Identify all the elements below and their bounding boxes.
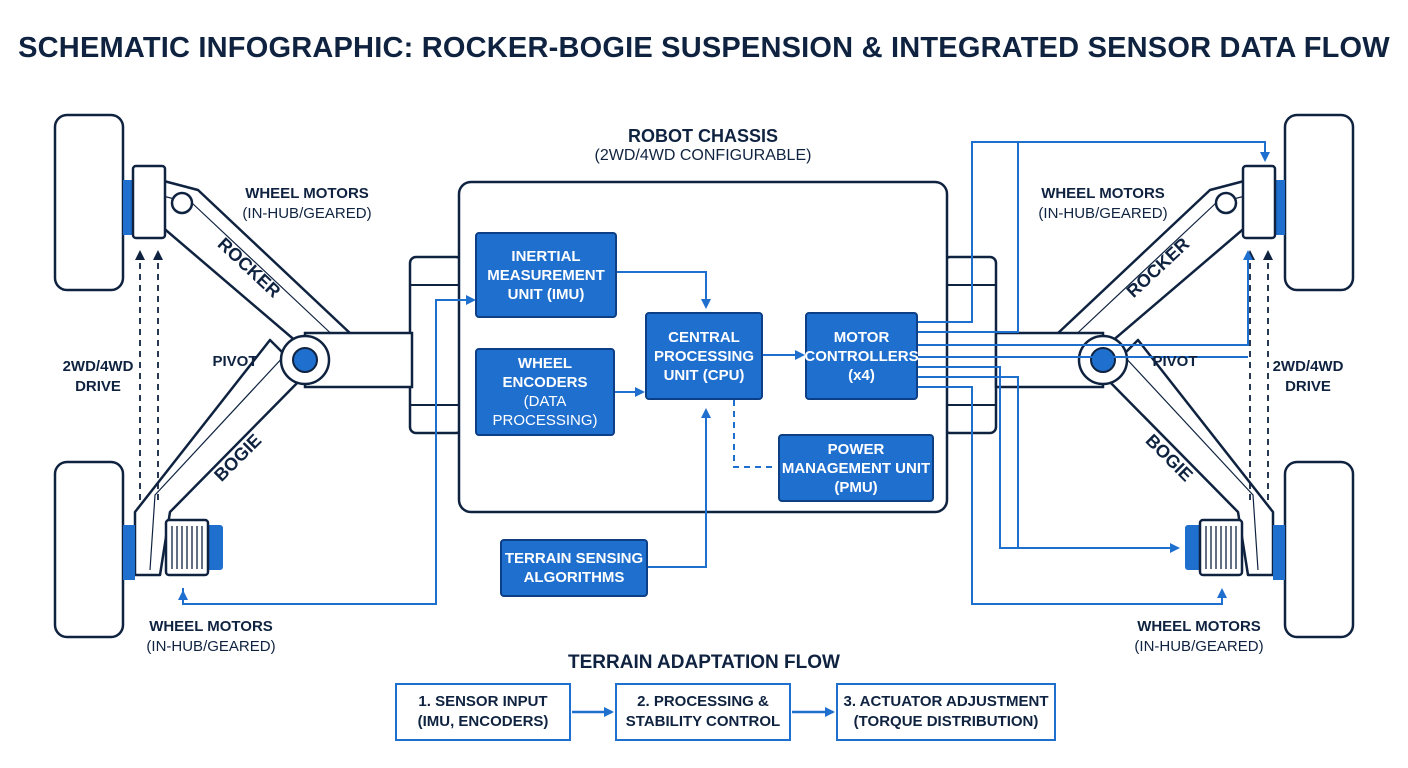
left-top-motors-sub: (IN-HUB/GEARED) [242, 205, 372, 222]
terrain-sensing-box: TERRAIN SENSING ALGORITHMS [500, 539, 648, 597]
right-drive-line2: DRIVE [1285, 378, 1331, 395]
flow-step-3-line1: 3. ACTUATOR ADJUSTMENT [843, 693, 1049, 710]
terrain-line2: ALGORITHMS [523, 569, 625, 586]
flow-step-1-line2: (IMU, ENCODERS) [417, 713, 549, 730]
right-pivot-text: PIVOT [1152, 353, 1198, 370]
left-drive-line1: 2WD/4WD [62, 358, 134, 375]
flow-step-2: 2. PROCESSING & STABILITY CONTROL [615, 683, 791, 741]
pmu-line3: (PMU) [834, 478, 878, 496]
right-bottom-motors-title: WHEEL MOTORS [1137, 618, 1261, 635]
flow-step-1-line1: 1. SENSOR INPUT [418, 693, 548, 710]
motor-ctrl-line2: CONTROLLERS [804, 347, 919, 365]
left-top-motors-title: WHEEL MOTORS [245, 185, 369, 202]
flow-step-3: 3. ACTUATOR ADJUSTMENT (TORQUE DISTRIBUT… [836, 683, 1056, 741]
right-pivot-label: PIVOT [1148, 352, 1202, 372]
flow-step-3-line2: (TORQUE DISTRIBUTION) [853, 713, 1039, 730]
pmu-line2: MANAGEMENT UNIT [781, 459, 931, 477]
motor-ctrl-line1: MOTOR [833, 328, 890, 346]
cpu-line2: PROCESSING [653, 347, 755, 365]
motor-ctrl-line3: (x4) [848, 366, 875, 384]
left-drive-label: 2WD/4WD DRIVE [58, 357, 138, 397]
left-drive-line2: DRIVE [75, 378, 121, 395]
pmu-box: POWER MANAGEMENT UNIT (PMU) [778, 434, 934, 502]
left-top-motors-label: WHEEL MOTORS (IN-HUB/GEARED) [232, 184, 382, 224]
left-suspension [53, 113, 414, 639]
left-bottom-motors-label: WHEEL MOTORS (IN-HUB/GEARED) [136, 617, 286, 657]
cpu-box: CENTRAL PROCESSING UNIT (CPU) [645, 312, 763, 400]
flow-step-2-line2: STABILITY CONTROL [625, 713, 781, 730]
encoders-line1: WHEEL [517, 355, 573, 372]
terrain-line1: TERRAIN SENSING [504, 550, 644, 567]
encoders-line2: ENCODERS [502, 374, 588, 391]
chassis-label: ROBOT CHASSIS (2WD/4WD CONFIGURABLE) [553, 126, 853, 166]
cpu-line1: CENTRAL [668, 328, 740, 346]
cpu-line3: UNIT (CPU) [663, 366, 745, 384]
imu-box: INERTIAL MEASUREMENT UNIT (IMU) [475, 232, 617, 318]
wheel-encoders-box: WHEEL ENCODERS (DATA PROCESSING) [475, 348, 615, 436]
imu-line1: INERTIAL [511, 247, 581, 265]
flow-step-1: 1. SENSOR INPUT (IMU, ENCODERS) [395, 683, 571, 741]
left-bottom-motors-title: WHEEL MOTORS [149, 618, 273, 635]
flow-step-2-line1: 2. PROCESSING & [637, 693, 769, 710]
right-suspension [994, 113, 1355, 639]
pmu-line1: POWER [827, 440, 885, 458]
imu-line2: MEASUREMENT [487, 266, 605, 284]
chassis-subtitle: (2WD/4WD CONFIGURABLE) [594, 147, 812, 164]
right-bottom-motors-sub: (IN-HUB/GEARED) [1134, 638, 1264, 655]
right-top-motors-sub: (IN-HUB/GEARED) [1038, 205, 1168, 222]
data-flow-connectors [178, 141, 1270, 605]
left-pivot-text: PIVOT [212, 353, 258, 370]
right-bottom-motors-label: WHEEL MOTORS (IN-HUB/GEARED) [1124, 617, 1274, 657]
encoders-sub: (DATA PROCESSING) [492, 393, 598, 429]
imu-line3: UNIT (IMU) [507, 285, 585, 303]
right-top-motors-title: WHEEL MOTORS [1041, 185, 1165, 202]
left-bottom-motors-sub: (IN-HUB/GEARED) [146, 638, 276, 655]
motor-controllers-box: MOTOR CONTROLLERS (x4) [804, 312, 919, 400]
flow-title: TERRAIN ADAPTATION FLOW [568, 652, 840, 673]
left-pivot-label: PIVOT [210, 352, 260, 372]
right-drive-label: 2WD/4WD DRIVE [1266, 357, 1350, 397]
right-top-motors-label: WHEEL MOTORS (IN-HUB/GEARED) [1028, 184, 1178, 224]
right-drive-line1: 2WD/4WD [1272, 358, 1344, 375]
chassis-title: ROBOT CHASSIS [627, 126, 778, 146]
page-title: SCHEMATIC INFOGRAPHIC: ROCKER-BOGIE SUSP… [18, 32, 1390, 64]
